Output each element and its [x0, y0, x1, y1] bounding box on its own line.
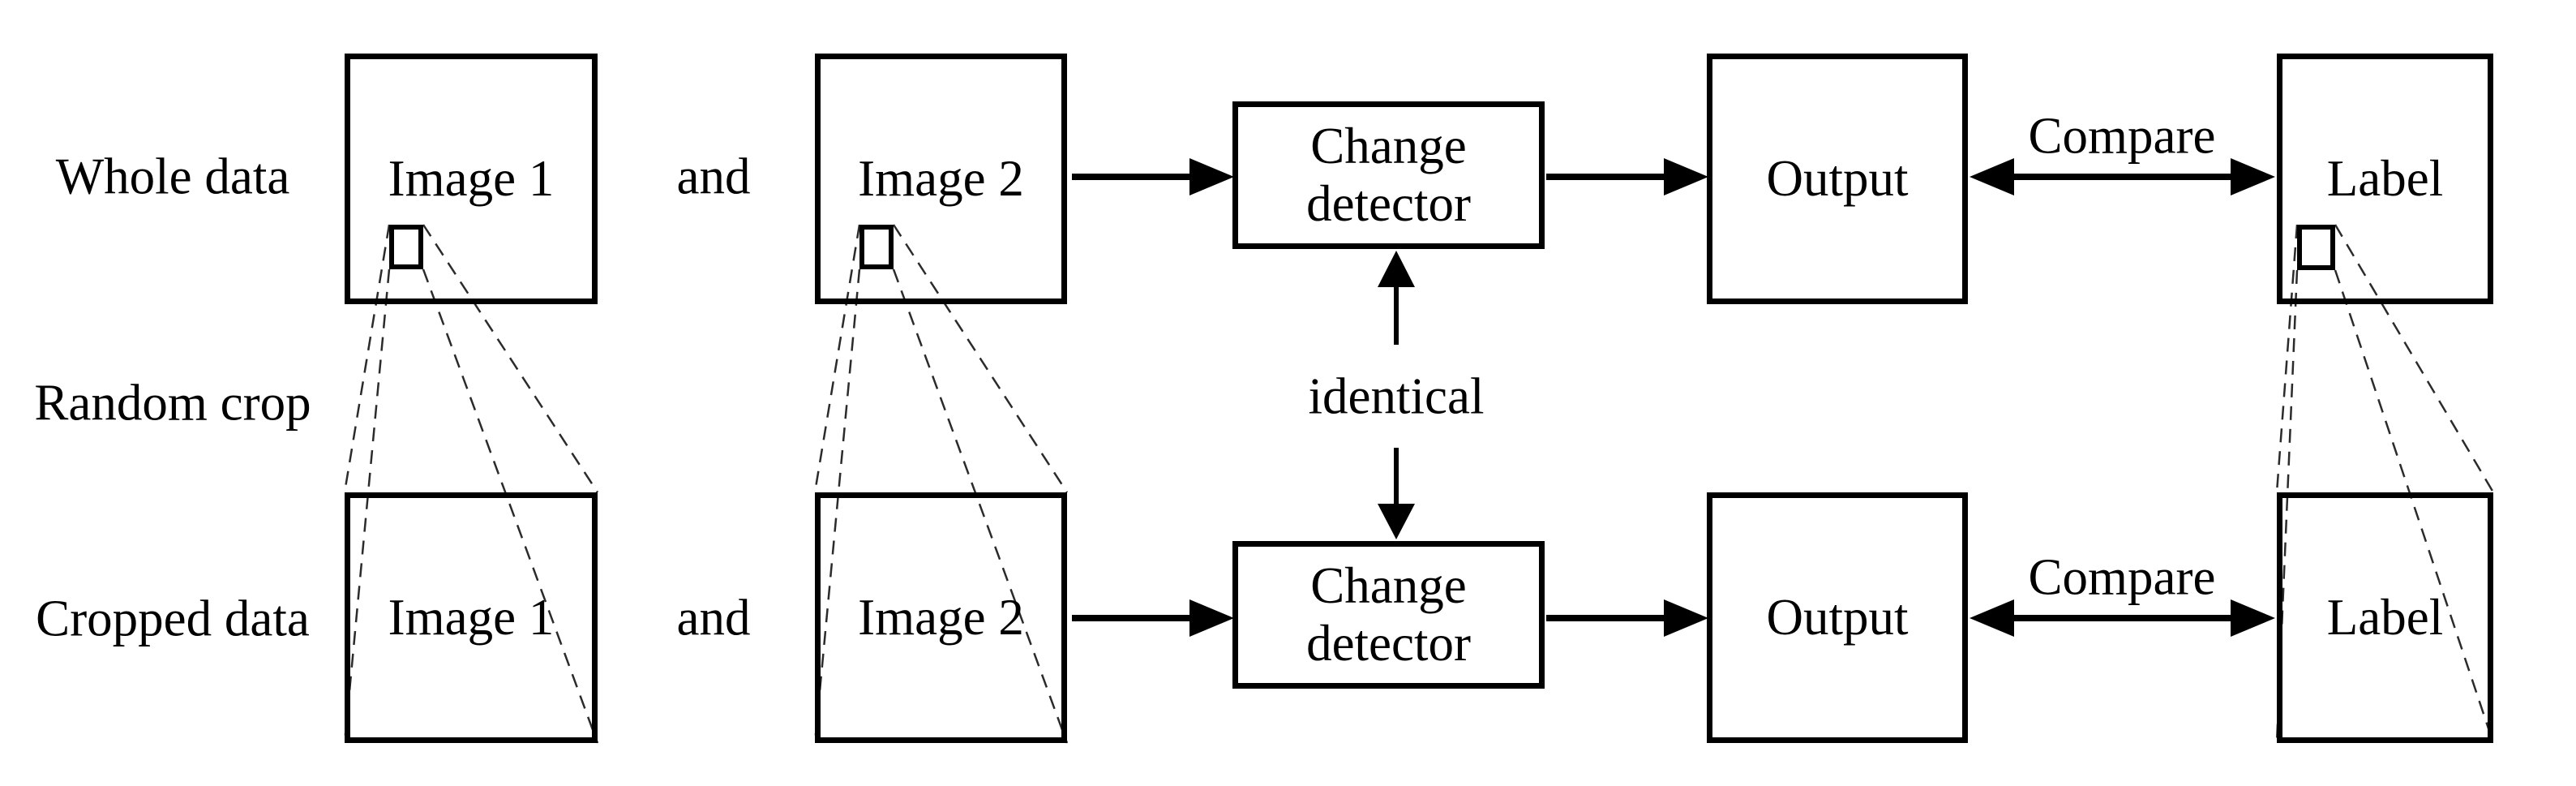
crop-projection-line — [892, 268, 1069, 744]
label-box-label: Label — [2326, 589, 2444, 646]
row-label-whole-data: Whole data — [55, 148, 290, 205]
crop-projection-line — [422, 268, 599, 744]
arrowhead-up-icon — [1378, 251, 1415, 287]
arrowhead-right-icon — [1664, 599, 1708, 637]
arrow-detector-to-output-top — [1546, 158, 1708, 195]
and-label-top: and — [676, 148, 751, 205]
arrowhead-right-icon — [1664, 158, 1708, 195]
image2-box-bottom: Image 2 — [815, 492, 1067, 743]
change-detector-label-line1: Change — [1310, 118, 1467, 175]
arrow-identical-up — [1378, 251, 1415, 345]
label-box-label: Label — [2326, 150, 2444, 208]
arrowhead-right-icon — [2231, 599, 2275, 637]
change-detector-label-line1: Change — [1310, 557, 1467, 615]
and-label-bottom: and — [676, 589, 751, 646]
crop-projection-line — [2334, 269, 2495, 744]
arrowhead-right-icon — [2231, 158, 2275, 195]
change-detector-label: Change detector — [1306, 118, 1471, 232]
image1-box-top: Image 1 — [345, 54, 598, 304]
change-detector-label-line2: detector — [1306, 615, 1471, 672]
change-detector-box-bottom: Change detector — [1232, 541, 1545, 689]
change-detector-box-top: Change detector — [1232, 101, 1545, 249]
output-box-top: Output — [1707, 54, 1968, 304]
crop-projection-line — [2334, 224, 2495, 493]
arrow-compare-top — [1970, 158, 2275, 195]
crop-square-image1 — [389, 225, 423, 269]
arrow-image2-to-detector-top — [1072, 158, 1234, 195]
image1-box-bottom: Image 1 — [345, 492, 598, 743]
label-box-top: Label — [2277, 54, 2493, 304]
arrowhead-down-icon — [1378, 504, 1415, 539]
crop-projection-line — [892, 224, 1069, 493]
change-detector-label: Change detector — [1306, 557, 1471, 672]
arrowhead-left-icon — [1970, 599, 2014, 637]
label-box-bottom: Label — [2277, 492, 2493, 743]
crop-square-image2 — [859, 225, 894, 269]
compare-label-bottom: Compare — [2028, 548, 2216, 606]
crop-projection-line — [343, 268, 391, 744]
change-detector-label-line2: detector — [1306, 175, 1471, 232]
image2-box-label: Image 2 — [858, 150, 1024, 208]
image2-box-label: Image 2 — [858, 589, 1024, 646]
arrow-compare-bottom — [1970, 599, 2275, 637]
output-box-bottom: Output — [1707, 492, 1968, 743]
arrow-image2-to-detector-bottom — [1072, 599, 1234, 637]
crop-projection-image2 — [813, 224, 1069, 744]
image1-box-label: Image 1 — [388, 150, 555, 208]
arrow-detector-to-output-bottom — [1546, 599, 1708, 637]
crop-projection-line — [813, 268, 861, 744]
row-label-cropped-data: Cropped data — [36, 590, 310, 647]
image1-box-label: Image 1 — [388, 589, 555, 646]
output-box-label: Output — [1766, 589, 1909, 646]
crop-projection-line — [422, 224, 599, 493]
image2-box-top: Image 2 — [815, 54, 1067, 304]
arrowhead-left-icon — [1970, 158, 2014, 195]
output-box-label: Output — [1766, 150, 1909, 208]
arrowhead-right-icon — [1189, 158, 1234, 195]
crop-projection-image1 — [343, 224, 599, 744]
compare-label-top: Compare — [2028, 107, 2216, 165]
arrowhead-right-icon — [1189, 599, 1234, 637]
arrow-identical-down — [1378, 448, 1415, 539]
crop-square-label — [2297, 225, 2335, 270]
row-label-random-crop: Random crop — [34, 374, 311, 432]
identical-label: identical — [1308, 367, 1485, 425]
